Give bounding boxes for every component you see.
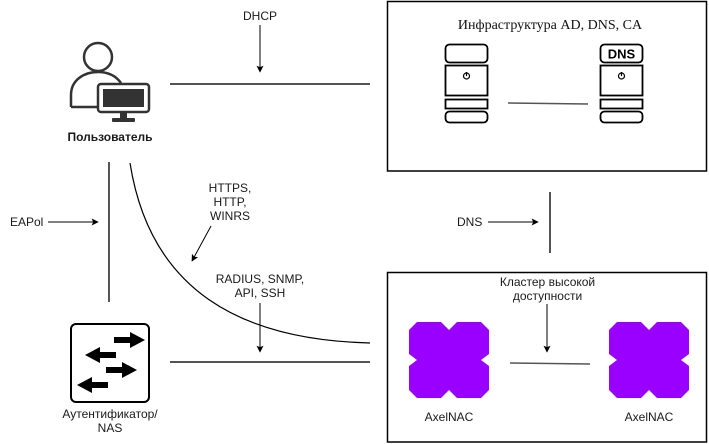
infra-group-box[interactable] (386, 0, 708, 172)
cluster-title-line2: доступности (512, 289, 583, 303)
user-label: Пользователь (67, 130, 153, 144)
infra-group-title: Инфраструктура AD, DNS, CA (457, 18, 643, 33)
web-arrow (191, 225, 212, 262)
axelnac-logo-icon-1[interactable] (409, 322, 489, 398)
power-icon (462, 72, 471, 80)
mgmt-protocols-label: RADIUS, SNMP, API, SSH (205, 272, 315, 300)
mgmt-protocols-line2: API, SSH (234, 286, 286, 300)
dhcp-label: DHCP (242, 9, 277, 23)
axelnac-logo-icon-2[interactable] (609, 322, 689, 398)
nas-label: Аутентификатор/ NAS (50, 407, 170, 435)
dns-server-icon[interactable]: DNS (599, 43, 644, 124)
network-switch-icon[interactable] (70, 323, 150, 403)
link-cluster-nodes[interactable] (509, 362, 591, 365)
nas-label-line1: Аутентификатор/ (62, 407, 158, 421)
axelnac-2-label: AxelNAC (624, 410, 674, 424)
axelnac-1-label: AxelNAC (424, 410, 474, 424)
cluster-title-line1: Кластер высокой (499, 275, 596, 289)
web-protocols-label: HTTPS, HTTP, WINRS (195, 181, 265, 223)
power-icon (617, 72, 626, 80)
server-icon[interactable] (444, 43, 489, 124)
dns-link-label: DNS (457, 215, 483, 229)
nas-label-line2: NAS (97, 421, 123, 435)
cluster-group-title: Кластер высокой доступности (490, 275, 605, 303)
link-user-cluster-curve[interactable] (129, 162, 371, 344)
mgmt-protocols-line1: RADIUS, SNMP, (215, 272, 305, 286)
web-protocol-http: HTTP, (213, 195, 247, 209)
web-protocol-winrs: WINRS (210, 209, 250, 223)
web-protocol-https: HTTPS, (208, 181, 252, 195)
link-ad-dns[interactable] (507, 102, 589, 105)
dns-server-badge: DNS (608, 47, 636, 62)
eapol-label: EAPol (10, 215, 44, 229)
user-workstation-icon[interactable] (69, 41, 151, 122)
